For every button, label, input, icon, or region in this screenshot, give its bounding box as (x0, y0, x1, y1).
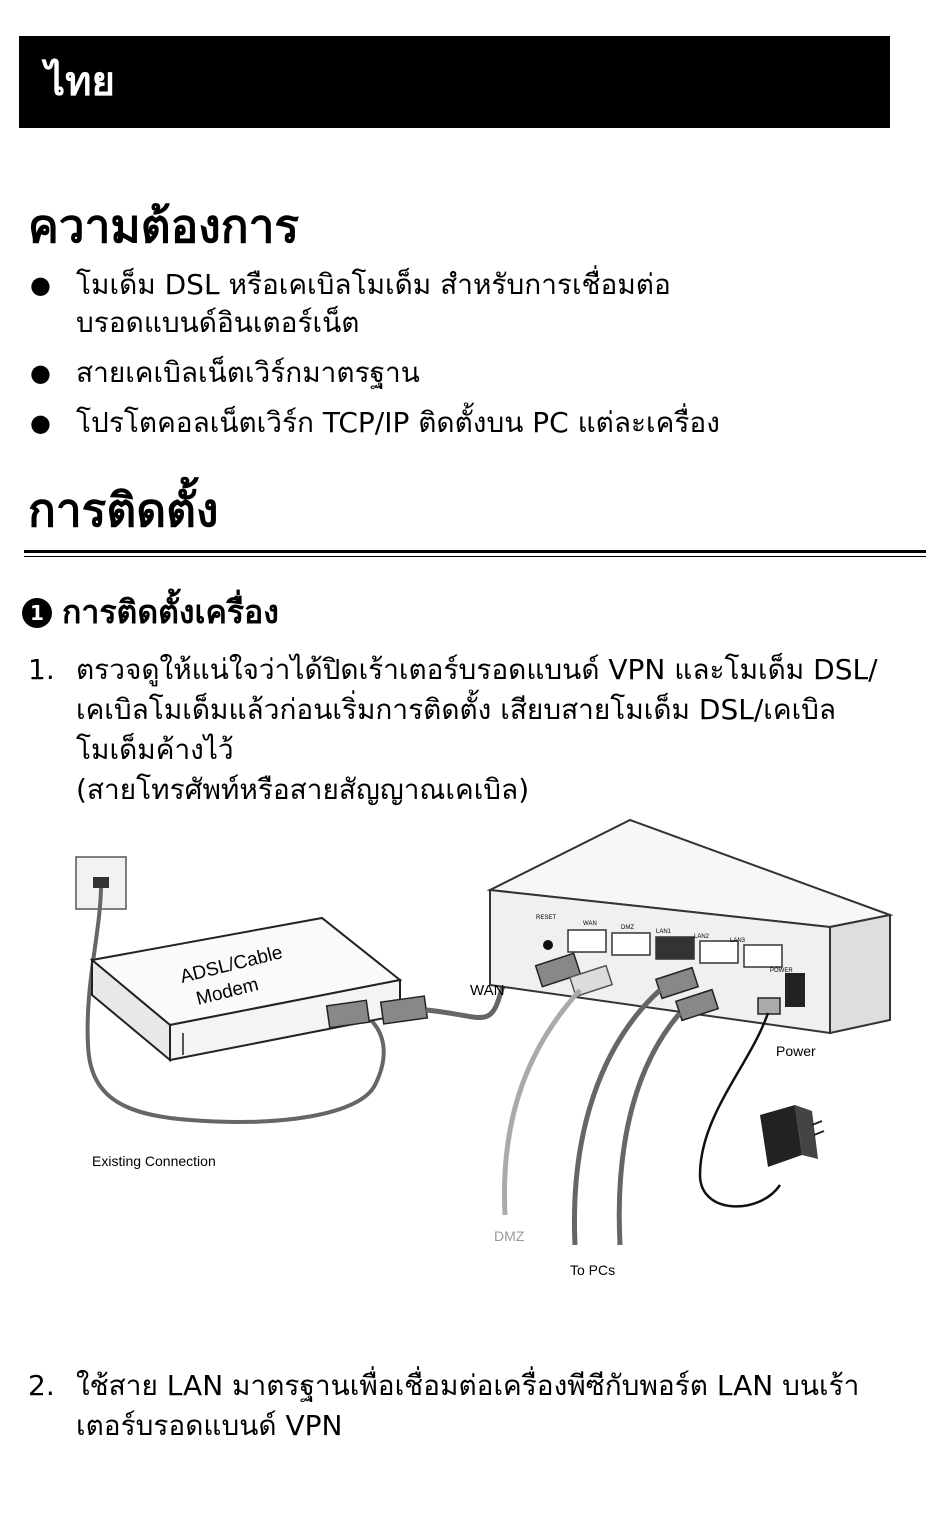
requirements-list: ● โมเด็ม DSL หรือเคเบิลโมเด็ม สำหรับการเ… (28, 266, 928, 454)
modem-plugs (325, 995, 429, 1029)
wan-label: WAN (470, 982, 504, 999)
language-header-bar: ไทย (19, 36, 890, 128)
vpn-router: RESET WAN DMZ LAN1 LAN2 LAN3 POWER (486, 818, 894, 1035)
to-pcs-label: To PCs (570, 1262, 615, 1278)
existing-connection-label: Existing Connection (92, 1153, 216, 1169)
port-label-reset: RESET (536, 915, 556, 921)
requirement-item: ● โปรโตคอลเน็ตเวิร์ก TCP/IP ติดตั้งบน PC… (28, 404, 928, 442)
hardware-installation-title: การติดตั้งเครื่อง (62, 593, 279, 631)
section-divider (24, 550, 926, 557)
power-adapter-icon (760, 1105, 825, 1167)
bullet-icon: ● (30, 409, 51, 437)
port-label-wan: WAN (583, 921, 597, 927)
port-label-lan1: LAN1 (656, 929, 672, 935)
step-number: 2. (28, 1369, 55, 1402)
hardware-installation-heading: 1 การติดตั้งเครื่อง (22, 590, 279, 634)
step-text: ใช้สาย LAN มาตรฐานเพื่อเชื่อมต่อเครื่องพ… (76, 1369, 860, 1442)
port-label-power: POWER (770, 968, 793, 974)
requirement-item: ● สายเคเบิลเน็ตเวิร์กมาตรฐาน (28, 354, 928, 392)
step-item: 1. ตรวจดูให้แน่ใจว่าได้ปิดเร้าเตอร์บรอดแ… (28, 650, 908, 810)
existing-connection-cable (85, 887, 386, 1124)
adsl-cable-modem: ADSL/Cable Modem (89, 916, 403, 1063)
requirements-heading: ความต้องการ (28, 199, 300, 253)
requirement-text: สายเคเบิลเน็ตเวิร์กมาตรฐาน (76, 356, 420, 389)
port-label-dmz: DMZ (621, 925, 634, 931)
requirement-text: โมเด็ม DSL หรือเคเบิลโมเด็ม สำหรับการเชื… (76, 268, 671, 339)
power-cable (698, 1012, 782, 1208)
requirement-item: ● โมเด็ม DSL หรือเคเบิลโมเด็ม สำหรับการเ… (28, 266, 928, 342)
pc-cable-1 (571, 988, 662, 1246)
port-label-lan3: LAN3 (730, 938, 746, 944)
steps-list-1: 1. ตรวจดูให้แน่ใจว่าได้ปิดเร้าเตอร์บรอดแ… (28, 650, 908, 810)
installation-heading: การติดตั้ง (28, 483, 219, 537)
step-number: 1. (28, 653, 55, 686)
power-label: Power (776, 1043, 816, 1059)
router-plugs (534, 952, 781, 1022)
section-number-badge: 1 (22, 598, 52, 628)
step-text: ตรวจดูให้แน่ใจว่าได้ปิดเร้าเตอร์บรอดแบนด… (76, 653, 878, 766)
steps-list-2: 2. ใช้สาย LAN มาตรฐานเพื่อเชื่อมต่อเครื่… (28, 1366, 908, 1446)
requirement-text: โปรโตคอลเน็ตเวิร์ก TCP/IP ติดตั้งบน PC แ… (76, 406, 720, 439)
port-label-lan2: LAN2 (694, 934, 710, 940)
dmz-label: DMZ (494, 1228, 525, 1244)
pc-cable-2 (616, 1011, 682, 1246)
connection-diagram: ADSL/Cable Modem RESET WAN DMZ LAN1 LAN2… (75, 818, 894, 1278)
step-note: (สายโทรศัพท์หรือสายสัญญาณเคเบิล) (76, 773, 530, 806)
bullet-icon: ● (30, 271, 51, 299)
step-item: 2. ใช้สาย LAN มาตรฐานเพื่อเชื่อมต่อเครื่… (28, 1366, 908, 1446)
bullet-icon: ● (30, 359, 51, 387)
language-title: ไทย (45, 59, 115, 105)
dmz-cable (501, 988, 582, 1216)
